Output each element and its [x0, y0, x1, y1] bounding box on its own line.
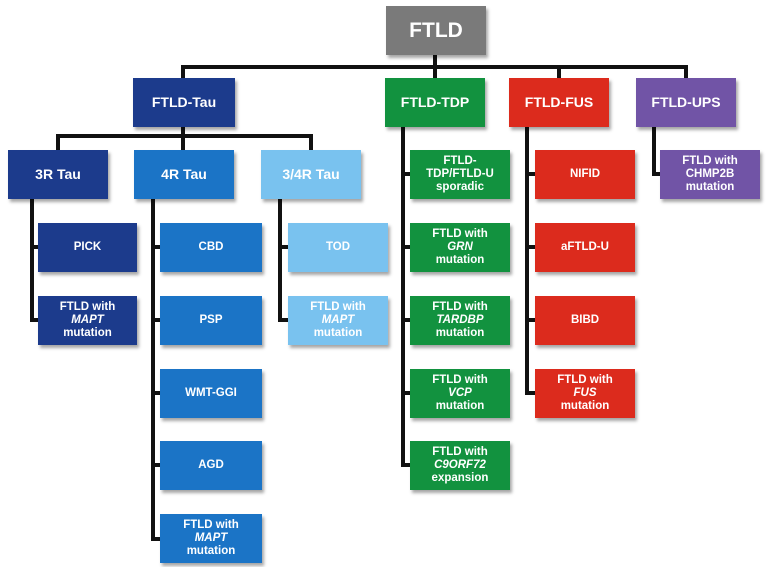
node-label-line3: mutation: [186, 544, 236, 557]
node-ftld-c9orf72: FTLD with C9ORF72 expansion: [410, 441, 510, 490]
node-ftld-ups: FTLD-UPS: [636, 78, 736, 127]
node-label-line1: FTLD with: [183, 519, 239, 532]
node-ftld-grn: FTLD with GRN mutation: [410, 223, 510, 272]
node-label-line2: CHMP2B: [685, 168, 735, 181]
node-bibd: BIBD: [535, 296, 635, 345]
node-label: AGD: [198, 459, 224, 472]
node-label-line1: FTLD with: [432, 301, 488, 314]
node-pick: PICK: [38, 223, 137, 272]
node-label: 3/4R Tau: [282, 165, 340, 182]
connector-3r-tau-leaves: [30, 197, 40, 322]
node-gene-name: VCP: [448, 387, 472, 400]
connector-fus-leaves: [525, 125, 537, 395]
node-ftld-tau: FTLD-Tau: [133, 78, 235, 127]
node-tod: TOD: [288, 223, 388, 272]
node-psp: PSP: [160, 296, 262, 345]
node-gene-name: MAPT: [194, 532, 228, 545]
node-label: aFTLD-U: [561, 241, 609, 254]
node-label-line1: FTLD with: [310, 301, 366, 314]
node-ftld-fus: FTLD-FUS: [509, 78, 609, 127]
node-label-line3: expansion: [431, 471, 489, 484]
node-label: BIBD: [570, 314, 600, 327]
node-ftld-tardbp: FTLD with TARDBP mutation: [410, 296, 510, 345]
node-ftld-mapt-34r: FTLD with MAPT mutation: [288, 296, 388, 345]
node-label: NIFID: [569, 168, 601, 181]
node-aftld-u: aFTLD-U: [535, 223, 635, 272]
node-gene-name: C9ORF72: [434, 459, 486, 472]
node-label-line1: FTLD with: [432, 374, 488, 387]
node-label-line3: mutation: [685, 180, 735, 193]
node-label-line1: FTLD-: [443, 155, 477, 168]
node-wmt-ggi: WMT-GGI: [160, 369, 262, 418]
connector-4r-tau-leaves: [151, 197, 162, 541]
connector-root-to-level1: [181, 53, 688, 80]
node-gene-name: TARDBP: [436, 314, 484, 327]
node-gene-name: GRN: [447, 241, 473, 254]
node-cbd: CBD: [160, 223, 262, 272]
node-label-line1: FTLD with: [682, 155, 738, 168]
node-label: WMT-GGI: [185, 387, 237, 400]
node-label-line3: mutation: [435, 253, 485, 266]
node-label-line1: FTLD with: [432, 228, 488, 241]
node-label-line3: mutation: [63, 326, 112, 339]
node-label: PSP: [199, 314, 223, 327]
node-label-line3: mutation: [560, 399, 610, 412]
node-label-line1: FTLD with: [557, 374, 613, 387]
node-gene-name: FUS: [573, 387, 597, 400]
node-label-line1: FTLD with: [432, 446, 488, 459]
node-label: FTLD-UPS: [651, 93, 721, 110]
node-label: CBD: [198, 241, 224, 254]
connector-tdp-leaves: [401, 125, 412, 467]
node-34r-tau: 3/4R Tau: [261, 150, 361, 199]
node-label-line3: mutation: [435, 326, 485, 339]
node-ftld-fus-mutation: FTLD with FUS mutation: [535, 369, 635, 418]
node-label: TOD: [325, 241, 351, 254]
node-label-line1: FTLD with: [59, 301, 116, 314]
connector-tau-to-subtypes: [56, 125, 313, 152]
node-label: FTLD-Tau: [151, 93, 217, 110]
node-label-line3: mutation: [435, 399, 485, 412]
node-label: PICK: [73, 241, 102, 254]
node-label: FTLD-FUS: [524, 93, 594, 110]
node-ftld-mapt-4r: FTLD with MAPT mutation: [160, 514, 262, 563]
node-4r-tau: 4R Tau: [134, 150, 234, 199]
node-label-line3: sporadic: [436, 180, 484, 193]
node-ftld-mapt-3r: FTLD with MAPT mutation: [38, 296, 137, 345]
node-label: 4R Tau: [161, 165, 207, 182]
node-ftld-vcp: FTLD with VCP mutation: [410, 369, 510, 418]
node-label-line2: TDP/FTLD-U: [426, 168, 494, 181]
connector-34r-tau-leaves: [278, 197, 290, 322]
node-tdp-sporadic: FTLD- TDP/FTLD-U sporadic: [410, 150, 510, 199]
node-label: FTLD: [409, 18, 463, 42]
node-label: FTLD-TDP: [400, 93, 470, 110]
node-label-line3: mutation: [313, 326, 363, 339]
node-ftld-tdp: FTLD-TDP: [385, 78, 485, 127]
node-agd: AGD: [160, 441, 262, 490]
node-gene-name: MAPT: [321, 314, 355, 327]
node-nifid: NIFID: [535, 150, 635, 199]
node-ftld-chmp2b: FTLD with CHMP2B mutation: [660, 150, 760, 199]
node-gene-name: MAPT: [71, 314, 104, 327]
node-3r-tau: 3R Tau: [8, 150, 108, 199]
node-label: 3R Tau: [35, 165, 81, 182]
node-ftld-root: FTLD: [386, 6, 486, 55]
connector-ups-leaves: [652, 125, 662, 176]
